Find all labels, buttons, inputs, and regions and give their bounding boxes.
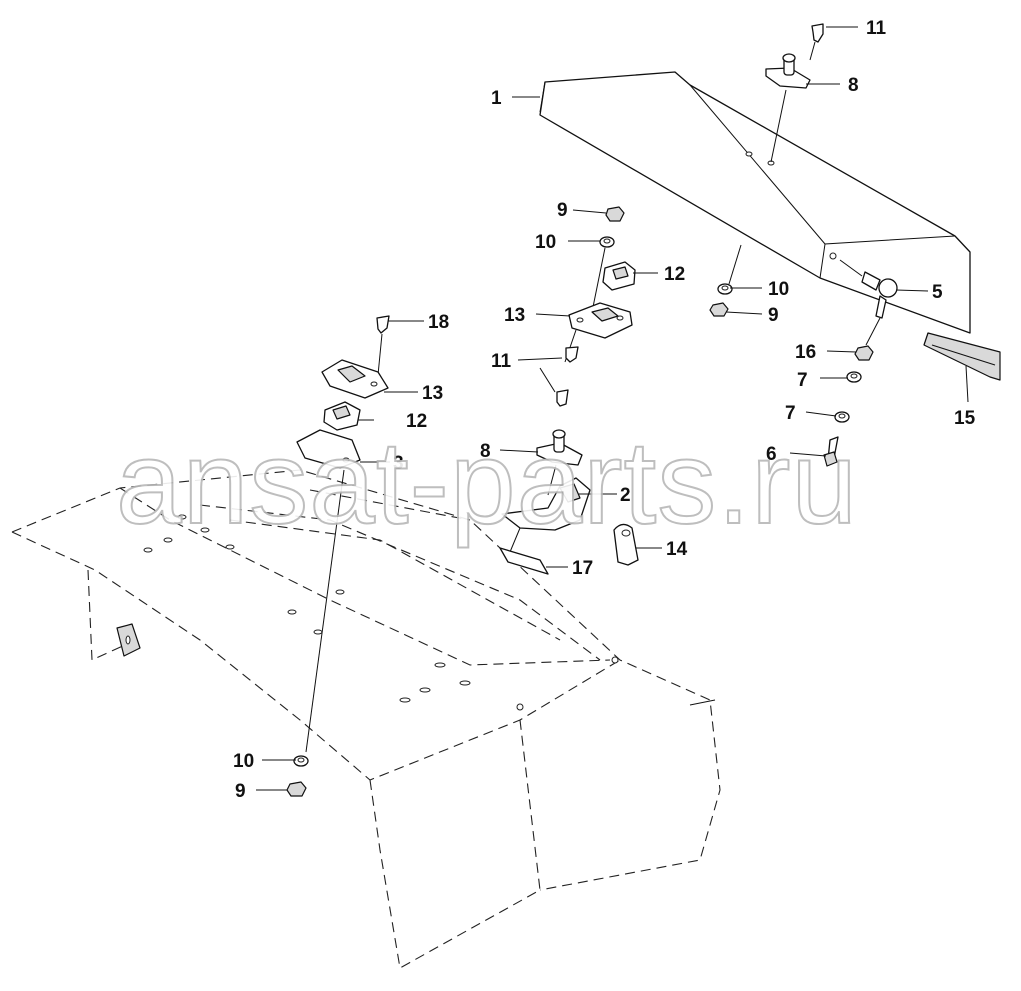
- callout-13-left: 13: [422, 383, 443, 404]
- nut-9-upper: [605, 206, 625, 222]
- callout-10-upper: 10: [535, 232, 556, 253]
- washer-10-lower: [293, 755, 309, 767]
- plate-17: [499, 547, 549, 575]
- callout-2: 2: [620, 485, 631, 506]
- nut-9-right: [709, 302, 729, 317]
- callout-labels: 1 2 3 5 6 7 7 8 8 9 9 9 10 10 10 11 11 1…: [233, 18, 976, 802]
- washer-10-upper: [591, 236, 615, 313]
- callout-8-top: 8: [848, 75, 859, 96]
- callout-13-center: 13: [504, 305, 525, 326]
- bolt-18: [376, 315, 390, 376]
- callout-5: 5: [932, 282, 943, 303]
- callout-10-lower: 10: [233, 751, 254, 772]
- callout-14: 14: [666, 539, 688, 560]
- leader-lines: [256, 26, 969, 791]
- cab-housing-outline: [11, 469, 721, 969]
- plate-3: [296, 429, 361, 753]
- callout-10-right: 10: [768, 279, 789, 300]
- washer-7-b: [834, 411, 850, 423]
- callout-18: 18: [428, 312, 449, 333]
- bolt-11-center: [539, 346, 579, 393]
- callout-12-center: 12: [664, 264, 685, 285]
- trim-strip-15: [923, 332, 1001, 381]
- washer-7-a: [846, 371, 862, 383]
- housing-holes: [143, 514, 619, 711]
- tab-14: [613, 523, 639, 566]
- callout-15: 15: [954, 408, 976, 429]
- housing-bracket-tab: [116, 623, 141, 657]
- watermark: ansat-parts.ru: [116, 417, 858, 549]
- callout-6: 6: [766, 444, 777, 465]
- callout-11-center: 11: [491, 351, 512, 372]
- callout-12-left: 12: [406, 411, 427, 432]
- latch-bracket-2: [501, 477, 591, 553]
- callout-7-b: 7: [785, 403, 796, 424]
- nut-16: [854, 345, 874, 361]
- stud-bracket-8-top: [765, 53, 811, 163]
- callout-3: 3: [393, 453, 404, 474]
- nut-9-lower: [286, 781, 307, 797]
- callout-9-upper: 9: [557, 200, 568, 221]
- pad-12-center: [602, 261, 636, 291]
- callout-11-top: 11: [866, 18, 887, 39]
- ball-stud-5: [839, 259, 898, 346]
- callout-7-a: 7: [797, 370, 808, 391]
- callout-17: 17: [572, 558, 593, 579]
- bolt-11-top: [809, 23, 824, 61]
- callout-8-center: 8: [480, 441, 491, 462]
- bolt-6: [823, 436, 839, 467]
- stud-bracket-8-center: [536, 429, 583, 496]
- callout-16: 16: [795, 342, 816, 363]
- visor-panel: [539, 71, 971, 334]
- pad-12-left: [323, 401, 361, 431]
- mount-13-left: [321, 359, 389, 399]
- bolt-11-lower: [556, 389, 569, 407]
- callout-9-lower: 9: [235, 781, 246, 802]
- callout-1: 1: [491, 88, 502, 109]
- washer-10-right: [717, 244, 742, 295]
- callout-9-right: 9: [768, 305, 779, 326]
